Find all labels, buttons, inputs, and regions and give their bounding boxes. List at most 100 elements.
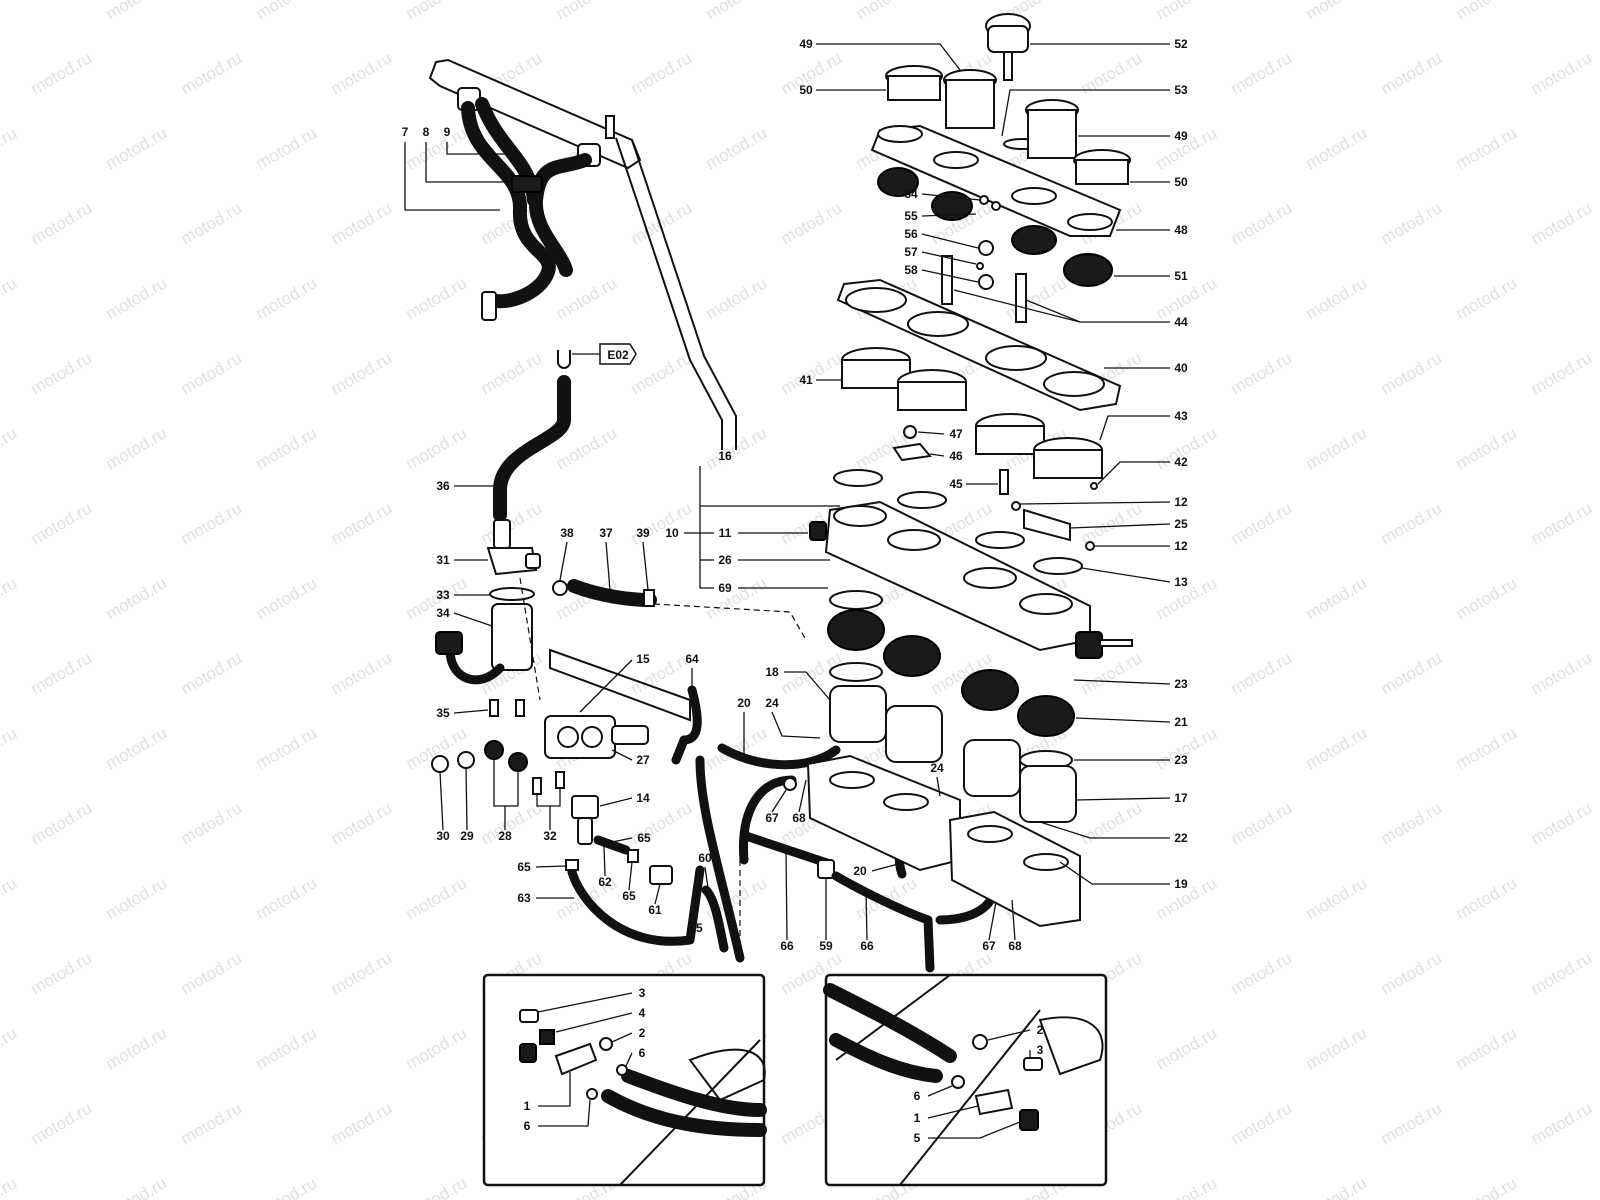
- band-23a: [829, 590, 883, 610]
- axis-37-39: [653, 603, 807, 641]
- callout-13: 13: [1174, 575, 1188, 589]
- base-hole-b: [907, 311, 969, 337]
- callout-60: 60: [698, 851, 712, 865]
- watermark-text: motod.ru: [1378, 348, 1446, 398]
- ref-tag-e02: E02: [572, 343, 637, 365]
- watermark-text: motod.ru: [1078, 798, 1146, 848]
- watermark-text: motod.ru: [103, 1023, 171, 1073]
- watermark-text: motod.ru: [1528, 948, 1596, 998]
- inset-right-callout-3: 3: [1037, 1043, 1044, 1057]
- callout-59: 59: [819, 939, 833, 953]
- funnel-49b: [1027, 109, 1077, 159]
- callout-48: 48: [1174, 223, 1188, 237]
- watermark-text: motod.ru: [1153, 0, 1221, 23]
- callout-50b: 50: [1174, 175, 1188, 189]
- watermark-text: motod.ru: [553, 273, 621, 323]
- screw-35b: [515, 699, 525, 717]
- callout-12b: 12: [1174, 539, 1188, 553]
- sensor-14-connector: [577, 817, 593, 845]
- watermark-text: motod.ru: [253, 573, 321, 623]
- funnel-50a: [887, 75, 941, 101]
- callout-52: 52: [1174, 37, 1188, 51]
- watermark-text: motod.ru: [853, 0, 921, 23]
- frame-15: [549, 648, 691, 722]
- inset-left-callout-1: 1: [524, 1099, 531, 1113]
- watermark-text: motod.ru: [403, 123, 471, 173]
- watermark-text: motod.ru: [103, 123, 171, 173]
- callout-49a: 49: [799, 37, 813, 51]
- hose-vac-long: [695, 755, 745, 963]
- watermark-text: motod.ru: [28, 48, 96, 98]
- inset-left-grommet: [519, 1043, 537, 1063]
- watermark-text: motod.ru: [328, 48, 396, 98]
- watermark-text: motod.ru: [0, 873, 20, 923]
- hose-clamp-8: [511, 175, 543, 193]
- callout-65d: 65: [689, 921, 703, 935]
- airbox-base-group: [836, 278, 1122, 495]
- callout-43: 43: [1174, 409, 1188, 423]
- watermark-text: motod.ru: [103, 423, 171, 473]
- watermark-text: motod.ru: [1528, 348, 1596, 398]
- hose-66b: [831, 871, 935, 973]
- inset-left-clamp-6b: [586, 1088, 598, 1100]
- watermark-text: motod.ru: [1228, 498, 1296, 548]
- watermark-text: motod.ru: [253, 723, 321, 773]
- throttle-body-group: [806, 469, 1133, 928]
- watermark-text: motod.ru: [703, 123, 771, 173]
- screw-42: [1090, 482, 1098, 490]
- base-hole-c: [985, 345, 1047, 371]
- watermark-text: motod.ru: [703, 0, 771, 23]
- watermark-text: motod.ru: [0, 1023, 20, 1073]
- airbox-top-group: [870, 13, 1131, 323]
- manifold-port-c: [967, 825, 1013, 843]
- callout-27: 27: [636, 753, 650, 767]
- callout-53: 53: [1174, 83, 1188, 97]
- callout-66b: 66: [860, 939, 874, 953]
- callout-12a: 12: [1174, 495, 1188, 509]
- watermark-text: motod.ru: [103, 0, 171, 23]
- grommet-28a: [484, 740, 504, 760]
- watermark-text: motod.ru: [28, 948, 96, 998]
- hose-20a: [717, 743, 841, 770]
- vent-tube-16: [615, 137, 723, 450]
- callout-46: 46: [949, 449, 963, 463]
- filter-head-31: [486, 547, 538, 576]
- hose-67a: [738, 775, 797, 865]
- inset-left-tee-1: [554, 1042, 598, 1076]
- manifold-port-b: [883, 793, 929, 811]
- callout-8: 8: [423, 125, 430, 139]
- callout-68b: 68: [1008, 939, 1022, 953]
- watermark-text: motod.ru: [1528, 498, 1596, 548]
- watermark-text: motod.ru: [1453, 273, 1521, 323]
- watermark-text: motod.ru: [328, 948, 396, 998]
- tps-lead: [1099, 639, 1133, 647]
- hose-64: [671, 685, 702, 765]
- callout-29: 29: [460, 829, 474, 843]
- watermark-text: motod.ru: [328, 798, 396, 848]
- injector-body-17a: [963, 739, 1021, 797]
- callout-36: 36: [436, 479, 450, 493]
- callout-24b: 24: [930, 761, 944, 775]
- callout-39: 39: [636, 526, 650, 540]
- band-23b: [829, 662, 883, 682]
- watermark-text: motod.ru: [1303, 873, 1371, 923]
- callout-28: 28: [498, 829, 512, 843]
- washer-29: [457, 751, 475, 769]
- grommet-56: [978, 240, 994, 256]
- callout-38: 38: [560, 526, 574, 540]
- watermark-text: motod.ru: [28, 1098, 96, 1148]
- hose-63: [567, 865, 705, 946]
- inset-right-hose-a: [823, 983, 957, 1063]
- watermark-text: motod.ru: [1378, 948, 1446, 998]
- watermark-text: motod.ru: [0, 1173, 20, 1200]
- watermark-text: motod.ru: [103, 723, 171, 773]
- watermark-text: motod.ru: [1078, 48, 1146, 98]
- ref-tag-e02-label: E02: [607, 348, 629, 362]
- watermark-text: motod.ru: [1303, 423, 1371, 473]
- watermark-text: motod.ru: [28, 198, 96, 248]
- filter-51c: [1011, 225, 1057, 255]
- watermark-text: motod.ru: [1303, 0, 1371, 23]
- callout-37: 37: [599, 526, 613, 540]
- watermark-text: motod.ru: [1228, 648, 1296, 698]
- callout-49b: 49: [1174, 129, 1188, 143]
